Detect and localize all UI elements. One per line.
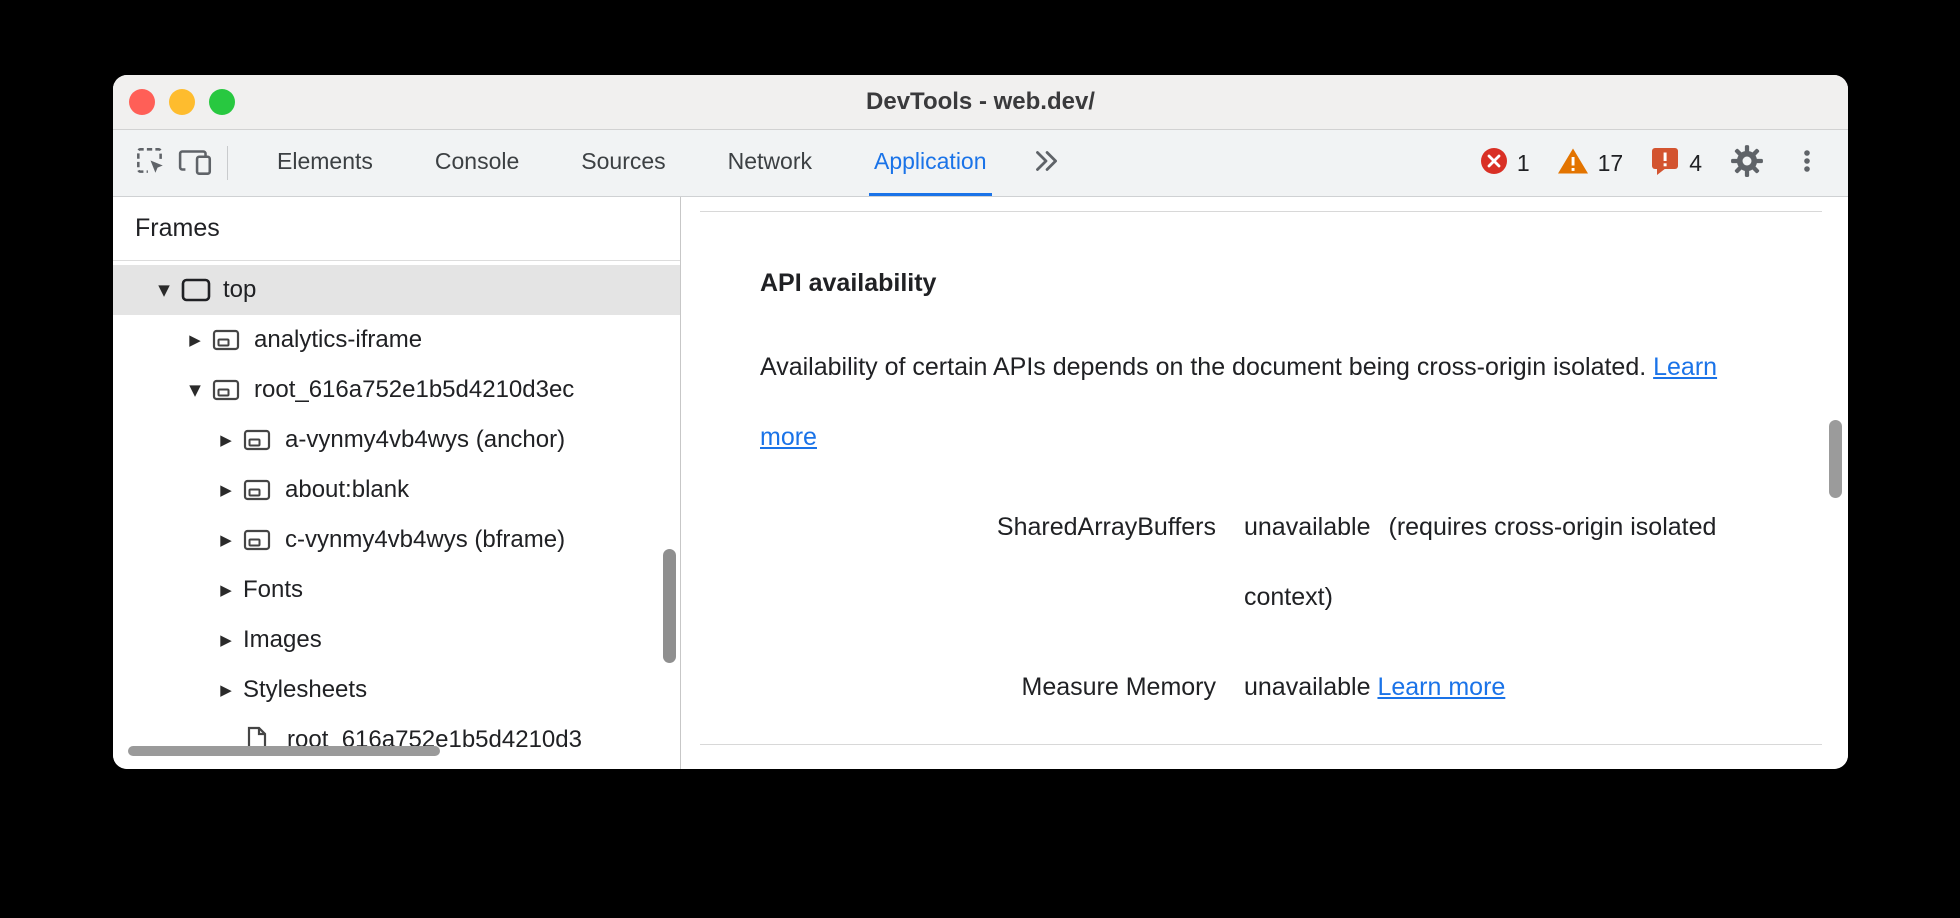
titlebar: DevTools - web.dev/ (113, 75, 1848, 130)
minimize-window-button[interactable] (169, 89, 195, 115)
tab-network[interactable]: Network (727, 148, 812, 174)
tree-row-fonts[interactable]: ▶ Fonts (113, 565, 680, 615)
device-toolbar-button[interactable] (173, 130, 219, 196)
sidebar-vertical-scrollbar[interactable] (663, 549, 676, 663)
tree-label: root_616a752e1b5d4210d3ec (254, 376, 575, 403)
tab-console[interactable]: Console (434, 148, 520, 174)
learn-more-link[interactable]: Learn more (760, 353, 1718, 451)
double-chevron-right-icon (1030, 148, 1062, 179)
issues-badge[interactable]: 4 (1650, 130, 1702, 196)
inspect-cursor-icon (133, 144, 167, 183)
section-divider-bottom (700, 744, 1822, 745)
devtools-window: DevTools - web.dev/ Elements Console (113, 75, 1848, 769)
tree-row-top[interactable]: ▼ top (113, 265, 680, 315)
kebab-menu-icon (1792, 145, 1822, 182)
settings-button[interactable] (1730, 130, 1764, 196)
api-availability-section: API availability Availability of certain… (681, 268, 1848, 722)
tree-row-analytics-iframe[interactable]: ▶ analytics-iframe (113, 315, 680, 365)
api-status: unavailable (1244, 673, 1371, 701)
expand-arrow-icon[interactable]: ▼ (189, 381, 201, 399)
tree-label: Fonts (243, 576, 304, 603)
tree-label: top (223, 276, 257, 303)
tree-row-about-blank[interactable]: ▶ about:blank (113, 465, 680, 515)
tab-elements[interactable]: Elements (277, 148, 373, 174)
frame-details-pane: API availability Availability of certain… (681, 197, 1848, 769)
iframe-icon (243, 528, 275, 552)
device-toolbar-icon (178, 145, 214, 182)
gear-icon (1730, 144, 1764, 183)
console-warnings-badge[interactable]: 17 (1557, 130, 1624, 196)
frames-sidebar: Frames ▼ top ▶ analytics-iframe (113, 197, 681, 769)
collapse-arrow-icon[interactable]: ▶ (220, 431, 232, 449)
tree-label: about:blank (285, 476, 410, 503)
iframe-icon (212, 378, 244, 402)
api-availability-table: SharedArrayBuffers unavailable(requires … (760, 492, 1802, 722)
collapse-arrow-icon[interactable]: ▶ (220, 531, 232, 549)
tab-application[interactable]: Application (869, 130, 992, 196)
issue-count: 4 (1689, 149, 1702, 176)
devtools-toolbar: Elements Console Sources Network Applica… (113, 130, 1848, 197)
api-status: unavailable (1244, 513, 1371, 541)
sidebar-horizontal-scrollbar[interactable] (128, 746, 440, 756)
expand-arrow-icon[interactable]: ▼ (158, 281, 170, 299)
traffic-lights (129, 89, 235, 115)
iframe-icon (243, 428, 275, 452)
tree-row-bframe[interactable]: ▶ c-vynmy4vb4wys (bframe) (113, 515, 680, 565)
iframe-icon (212, 328, 244, 352)
tree-row-root-document[interactable]: ▶ root_616a752e1b5d4210d3 (113, 715, 680, 765)
window-title: DevTools - web.dev/ (866, 88, 1095, 115)
tree-label: a-vynmy4vb4wys (anchor) (285, 426, 566, 453)
warning-count: 17 (1597, 149, 1624, 176)
toolbar-divider (227, 146, 228, 180)
error-count: 1 (1516, 149, 1530, 176)
learn-more-link[interactable]: Learn more (1377, 673, 1506, 701)
collapse-arrow-icon[interactable]: ▶ (220, 581, 232, 599)
customize-devtools-button[interactable] (1792, 130, 1822, 196)
console-errors-badge[interactable]: 1 (1480, 130, 1530, 196)
collapse-arrow-icon[interactable]: ▶ (189, 331, 201, 349)
close-window-button[interactable] (129, 89, 155, 115)
tree-label: c-vynmy4vb4wys (bframe) (285, 526, 566, 553)
tree-row-anchor-frame[interactable]: ▶ a-vynmy4vb4wys (anchor) (113, 415, 680, 465)
iframe-icon (243, 478, 275, 502)
frames-section-header: Frames (113, 197, 680, 261)
collapse-arrow-icon[interactable]: ▶ (220, 681, 232, 699)
section-heading: API availability (760, 269, 937, 297)
tree-row-images[interactable]: ▶ Images (113, 615, 680, 665)
tree-label: Stylesheets (243, 676, 368, 703)
collapse-arrow-icon[interactable]: ▶ (220, 481, 232, 499)
inspect-element-button[interactable] (127, 130, 173, 196)
api-name: Measure Memory (1021, 673, 1217, 701)
panel-tabs: Elements Console Sources Network Applica… (246, 130, 1018, 196)
warning-triangle-icon (1557, 147, 1589, 180)
collapse-arrow-icon[interactable]: ▶ (220, 631, 232, 649)
more-tabs-button[interactable] (1030, 130, 1062, 196)
frames-tree: ▼ top ▶ analytics-iframe ▼ (113, 261, 680, 765)
tree-label: analytics-iframe (254, 326, 423, 353)
api-name: SharedArrayBuffers (996, 513, 1216, 541)
application-panel: Frames ▼ top ▶ analytics-iframe (113, 197, 1848, 769)
zoom-window-button[interactable] (209, 89, 235, 115)
api-status-cell: unavailable Learn more (1244, 652, 1734, 722)
main-vertical-scrollbar[interactable] (1829, 420, 1842, 498)
error-icon (1480, 147, 1508, 180)
api-status-cell: unavailable(requires cross-origin isolat… (1244, 492, 1734, 632)
issues-bubble-icon (1650, 146, 1680, 181)
top-frame-icon (181, 277, 213, 303)
section-divider-top (700, 211, 1822, 212)
tab-sources[interactable]: Sources (581, 148, 666, 174)
tree-row-root-frame[interactable]: ▼ root_616a752e1b5d4210d3ec (113, 365, 680, 415)
api-status-note: (requires cross-origin isolated context) (1244, 513, 1717, 611)
tree-row-stylesheets[interactable]: ▶ Stylesheets (113, 665, 680, 715)
tree-label: Images (243, 626, 322, 653)
section-description: Availability of certain APIs depends on … (760, 353, 1718, 451)
